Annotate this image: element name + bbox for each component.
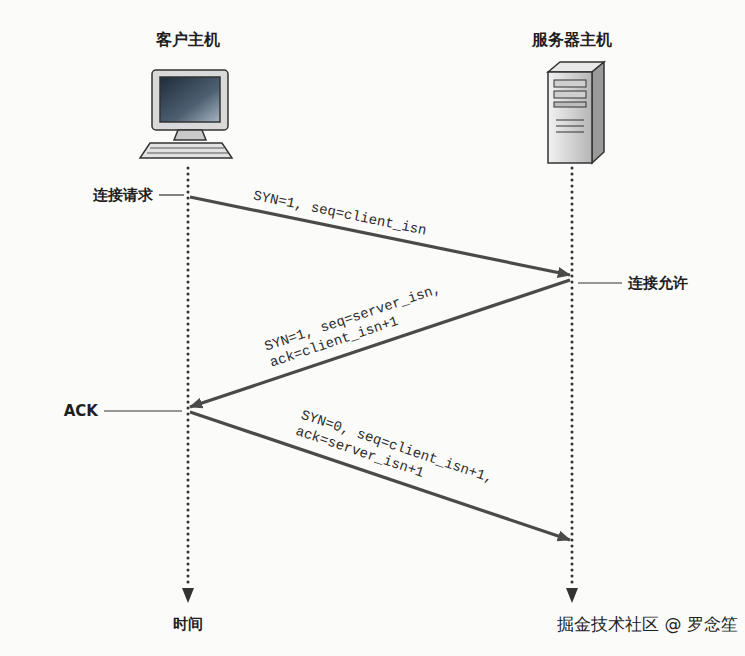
server-tower-icon (548, 62, 604, 163)
host-name: 客户主机 (152, 30, 224, 51)
annotation-label: ACK (64, 402, 98, 420)
annotation-label: 连接请求 (93, 186, 153, 205)
timeline-arrowhead (182, 588, 194, 603)
annotation-label: 连接允许 (628, 274, 688, 293)
host-node: 服务器主机 (528, 30, 616, 187)
leader-line (104, 195, 622, 411)
timeline (188, 168, 572, 588)
message-arrow (190, 412, 570, 540)
host-node: 客户主机 (152, 30, 224, 183)
message-label: SYN=1, seq=client_isn (252, 187, 491, 252)
annotation-label: 时间 (173, 615, 203, 634)
client-computer-icon (140, 70, 232, 158)
message-arrow (190, 197, 570, 275)
host-name: 服务器主机 (528, 30, 616, 51)
watermark: 掘金技术社区 @ 罗念笙 (557, 613, 738, 636)
timeline-arrowhead (566, 588, 578, 603)
